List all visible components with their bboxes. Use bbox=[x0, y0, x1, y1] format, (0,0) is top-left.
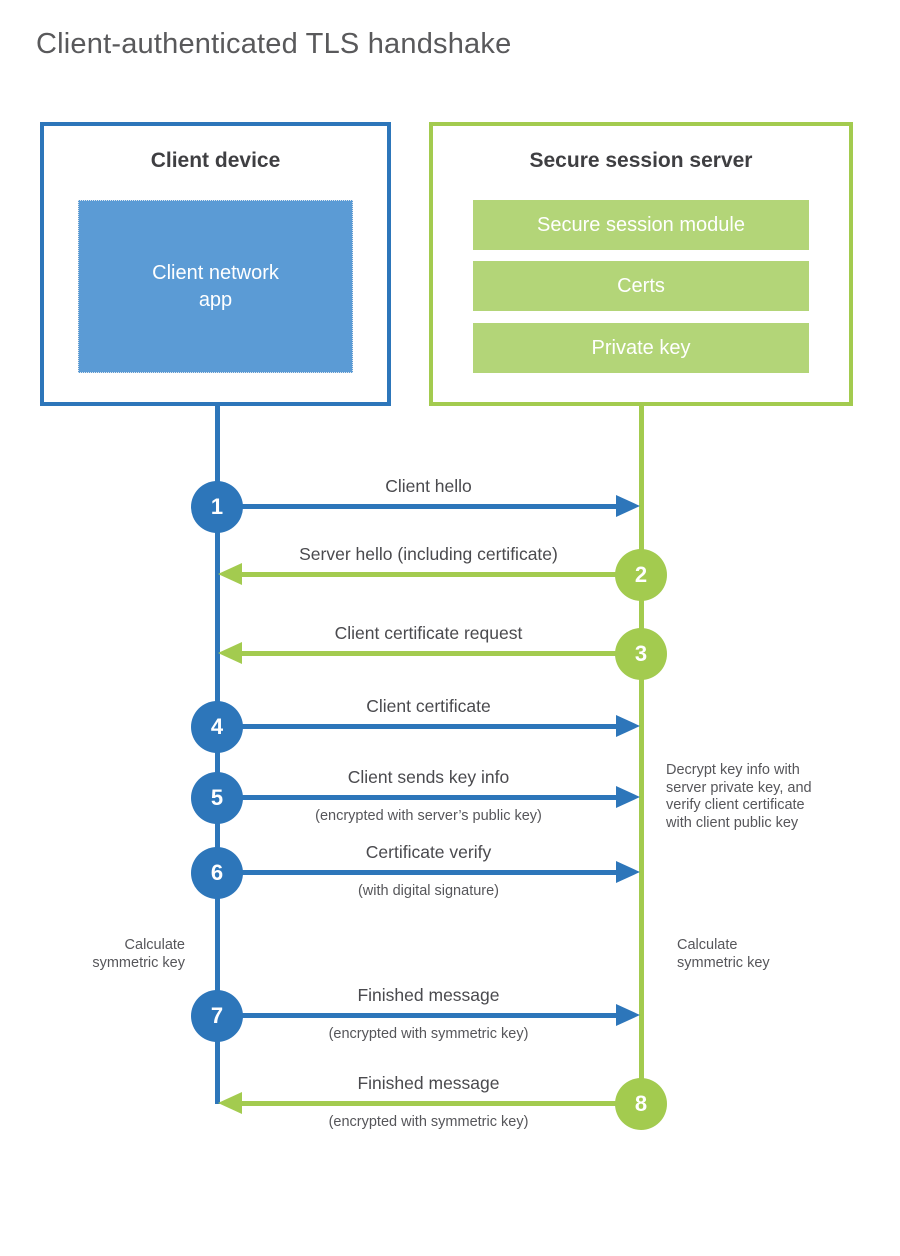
note-line: symmetric key bbox=[677, 954, 770, 971]
note-line: with client public key bbox=[666, 814, 799, 831]
step-3: Client certificate request 3 bbox=[192, 609, 667, 704]
server-module-private-key: Private key bbox=[473, 323, 809, 373]
calculate-symmetric-key-note-client: Calculate symmetric key bbox=[65, 937, 185, 972]
step-number-badge: 1 bbox=[191, 481, 243, 533]
client-network-app-box: Client network app bbox=[78, 200, 353, 373]
step-number-badge: 5 bbox=[191, 772, 243, 824]
secure-session-server-title: Secure session server bbox=[529, 149, 753, 172]
step-7: Finished message (encrypted with symmetr… bbox=[191, 971, 666, 1066]
step-number-badge: 7 bbox=[191, 990, 243, 1042]
note-line: verify client certificate bbox=[666, 797, 805, 813]
message-label: Finished message bbox=[357, 1073, 500, 1093]
message-label: Client hello bbox=[385, 476, 472, 496]
step-1: Client hello 1 bbox=[191, 462, 666, 557]
arrow-shaft bbox=[217, 795, 624, 800]
arrowhead-left-icon bbox=[218, 1092, 242, 1114]
calculate-symmetric-key-note-server: Calculate symmetric key bbox=[677, 937, 807, 972]
arrow-shaft bbox=[217, 724, 624, 729]
step-number-badge: 4 bbox=[191, 701, 243, 753]
note-line: server private key, and bbox=[666, 779, 812, 796]
arrowhead-right-icon bbox=[616, 786, 640, 808]
server-module-certs: Certs bbox=[473, 261, 809, 311]
message-label: Client sends key info bbox=[347, 767, 510, 787]
message-sublabel: (encrypted with symmetric key) bbox=[328, 1026, 529, 1042]
step-5: Client sends key info (encrypted with se… bbox=[191, 753, 666, 848]
decrypt-key-note: Decrypt key info with server private key… bbox=[666, 762, 836, 832]
client-device-box: Client device Client network app bbox=[40, 122, 391, 406]
message-label: Server hello (including certificate) bbox=[299, 544, 558, 564]
secure-session-server-box: Secure session server Secure session mod… bbox=[429, 122, 853, 406]
arrow-shaft bbox=[238, 1101, 641, 1106]
step-number-badge: 2 bbox=[615, 549, 667, 601]
server-lifeline bbox=[639, 406, 644, 1129]
step-4: Client certificate 4 bbox=[191, 682, 666, 777]
message-sublabel: (encrypted with server’s public key) bbox=[315, 808, 542, 824]
arrow-shaft bbox=[217, 1013, 624, 1018]
message-label: Client certificate bbox=[366, 696, 491, 716]
message-sublabel: (with digital signature) bbox=[357, 883, 500, 899]
arrow-shaft bbox=[238, 651, 641, 656]
note-line: symmetric key bbox=[92, 954, 185, 971]
step-number-badge: 8 bbox=[615, 1078, 667, 1130]
arrowhead-right-icon bbox=[616, 861, 640, 883]
arrow-shaft bbox=[238, 572, 641, 577]
page-title: Client-authenticated TLS handshake bbox=[36, 28, 512, 60]
message-label: Finished message bbox=[357, 985, 500, 1005]
message-label: Client certificate request bbox=[334, 623, 523, 643]
arrowhead-left-icon bbox=[218, 563, 242, 585]
arrow-shaft bbox=[217, 870, 624, 875]
message-label: Certificate verify bbox=[365, 842, 492, 862]
server-module-secure-session: Secure session module bbox=[473, 200, 809, 250]
note-line: Decrypt key info with bbox=[666, 762, 800, 778]
arrowhead-right-icon bbox=[616, 715, 640, 737]
step-2: Server hello (including certificate) 2 bbox=[192, 530, 667, 625]
step-6: Certificate verify (with digital signatu… bbox=[191, 828, 666, 923]
client-device-title: Client device bbox=[150, 149, 281, 172]
note-line: Calculate bbox=[677, 937, 738, 953]
step-8: Finished message (encrypted with symmetr… bbox=[192, 1059, 667, 1154]
step-number-badge: 6 bbox=[191, 847, 243, 899]
client-lifeline bbox=[215, 406, 220, 1104]
arrowhead-left-icon bbox=[218, 642, 242, 664]
arrowhead-right-icon bbox=[616, 1004, 640, 1026]
step-number-badge: 3 bbox=[615, 628, 667, 680]
arrowhead-right-icon bbox=[616, 495, 640, 517]
message-sublabel: (encrypted with symmetric key) bbox=[328, 1114, 529, 1130]
arrow-shaft bbox=[217, 504, 624, 509]
note-line: Calculate bbox=[124, 937, 185, 953]
client-network-app-label: Client network app bbox=[152, 261, 279, 311]
